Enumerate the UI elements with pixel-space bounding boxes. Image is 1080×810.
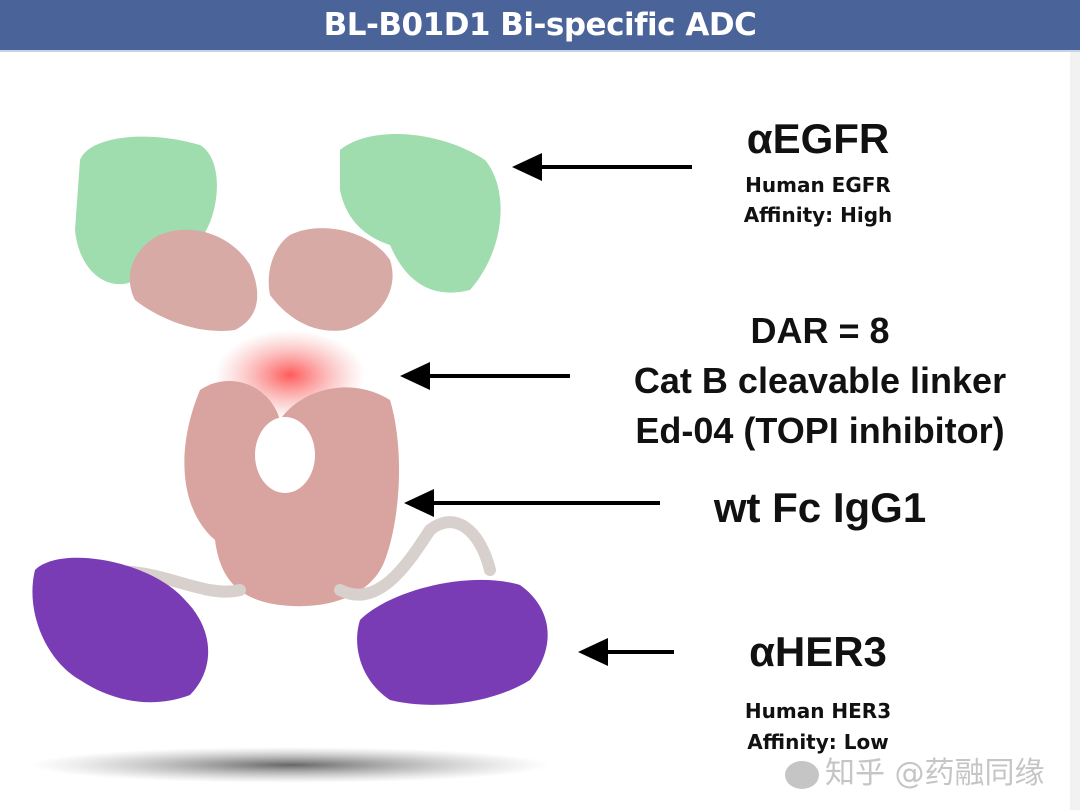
drop-shadow	[30, 747, 550, 783]
egfr-target: Human EGFR	[745, 173, 891, 197]
fc-label: wt Fc IgG1	[713, 484, 927, 531]
antibody-structure-illustration	[30, 133, 550, 783]
arrow-her3	[578, 638, 674, 666]
her3-affinity: Affinity: Low	[747, 730, 889, 754]
slide-title: BL-B01D1 Bi-specific ADC	[0, 0, 1080, 50]
her3-domain-right	[357, 579, 548, 705]
arrow-payload	[400, 362, 570, 390]
egfr-domain-right	[340, 133, 501, 293]
watermark: 知乎 @药融同缘	[785, 748, 1045, 792]
linker-label: Cat B cleavable linker	[633, 360, 1007, 401]
slide-edge	[1070, 52, 1080, 810]
fab-arm-right	[268, 228, 393, 331]
fc-cavity	[255, 417, 315, 493]
arrow-egfr	[512, 153, 692, 181]
fab-arm-left	[129, 229, 258, 331]
dar-label: DAR = 8	[750, 310, 890, 351]
her3-domain-left	[32, 557, 209, 703]
payload-label: Ed-04 (TOPI inhibitor)	[635, 410, 1005, 451]
title-divider	[0, 50, 1080, 52]
tether-right	[334, 516, 496, 601]
wechat-icon	[785, 760, 819, 789]
her3-target: Human HER3	[744, 699, 892, 723]
egfr-heading: αEGFR	[746, 115, 890, 162]
egfr-affinity: Affinity: High	[743, 203, 893, 227]
fc-region	[184, 381, 400, 607]
arrow-fc	[404, 489, 660, 517]
watermark-text: 知乎 @药融同缘	[825, 756, 1045, 791]
her3-heading: αHER3	[749, 628, 887, 675]
